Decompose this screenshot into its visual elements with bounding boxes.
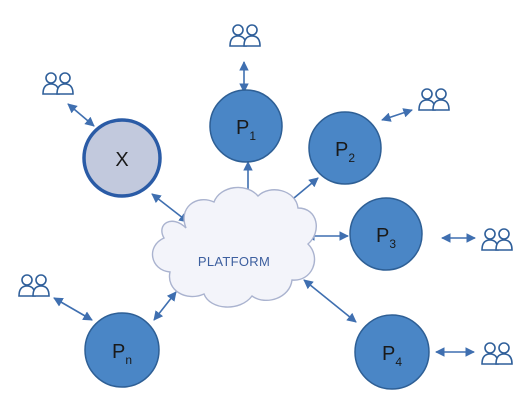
node-pn-label: P <box>112 341 125 363</box>
node-p4-circle <box>354 314 430 390</box>
node-p3-subscript: 3 <box>389 237 396 251</box>
node-p2-circle <box>308 111 382 185</box>
arrow-p4-platform <box>303 279 357 323</box>
arrow-users-p2 <box>381 108 413 122</box>
arrow-x-platform <box>151 193 189 223</box>
svg-text:P1: P1 <box>236 117 256 143</box>
node-p1: P1 <box>209 89 283 163</box>
node-p4: P4 <box>354 314 430 390</box>
node-pn-subscript: n <box>125 353 132 367</box>
svg-text:X: X <box>115 149 128 171</box>
node-p4-subscript: 4 <box>395 355 402 369</box>
node-p2-label: P <box>335 139 348 161</box>
node-p2-subscript: 2 <box>348 151 355 165</box>
users-icon <box>481 342 513 365</box>
node-x: X <box>82 118 162 198</box>
svg-text:P4: P4 <box>382 343 402 369</box>
node-p1-label: P <box>236 117 249 139</box>
node-p4-label: P <box>382 343 395 365</box>
arrow-pn-platform <box>153 291 177 321</box>
connector-arrows <box>53 61 476 357</box>
node-x-label: X <box>115 149 128 171</box>
node-pn-circle <box>84 312 160 388</box>
users-icon <box>481 228 513 251</box>
node-p3-label: P <box>376 225 389 247</box>
node-p1-subscript: 1 <box>249 129 256 143</box>
users-icon <box>229 24 261 47</box>
node-p1-circle <box>209 89 283 163</box>
arrow-users-pn <box>53 297 93 321</box>
arrow-users-x <box>67 103 95 127</box>
cloud-shape <box>151 186 317 308</box>
svg-text:P2: P2 <box>335 139 355 165</box>
node-p3-circle <box>349 197 423 271</box>
node-pn: Pn <box>84 312 160 388</box>
users-icon <box>18 274 50 297</box>
users-icon <box>418 88 450 111</box>
platform-cloud: PLATFORM <box>151 186 317 308</box>
node-p3: P3 <box>349 197 423 271</box>
node-p2: P2 <box>308 111 382 185</box>
svg-text:P3: P3 <box>376 225 396 251</box>
users-icon <box>42 72 74 95</box>
node-x-circle <box>82 118 162 198</box>
svg-text:Pn: Pn <box>112 341 132 367</box>
platform-label: PLATFORM <box>198 254 270 269</box>
